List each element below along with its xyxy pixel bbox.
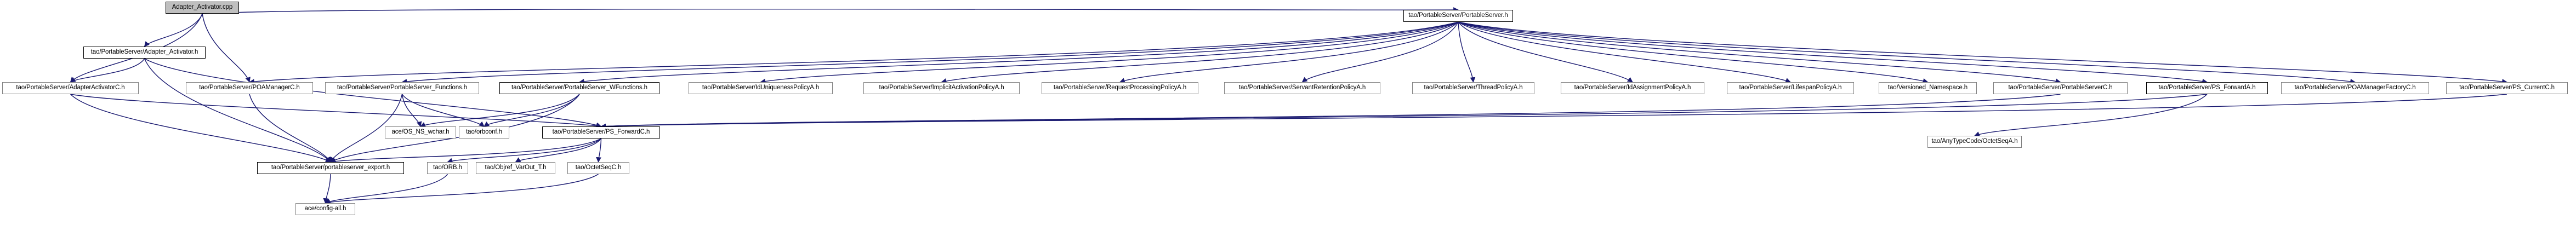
graph-edge [401, 94, 422, 127]
graph-node-n20[interactable]: ace/OS_NS_wchar.h [385, 126, 456, 139]
graph-edge [1458, 21, 2356, 84]
graph-edge [202, 7, 1459, 14]
graph-edge [600, 94, 2061, 129]
graph-edge [1458, 21, 1633, 83]
graph-edge [249, 94, 331, 163]
graph-edge [1974, 94, 2208, 137]
graph-edge [70, 94, 331, 163]
graph-node-n2[interactable]: tao/PortableServer/Adapter_Activator.h [83, 47, 206, 59]
graph-edge [401, 21, 1459, 84]
graph-edge [579, 21, 1459, 84]
graph-node-label: tao/PortableServer/POAManagerFactoryC.h [2294, 84, 2416, 91]
graph-node-n6[interactable]: tao/PortableServer/PortableServer_Functi… [325, 82, 479, 94]
graph-node-label: tao/PortableServer/LifespanPolicyA.h [1739, 84, 1842, 91]
graph-edge [325, 174, 448, 204]
graph-node-n14[interactable]: tao/PortableServer/LifespanPolicyA.h [1727, 82, 1854, 94]
graph-node-label: tao/PortableServer/ServantRetentionPolic… [1238, 84, 1366, 91]
graph-node-label: tao/PortableServer/IdAssignmentPolicyA.h [1574, 84, 1691, 91]
graph-node-label: tao/PortableServer/portableserver_export… [271, 164, 390, 171]
graph-node-label: Adapter_Activator.cpp [172, 4, 233, 11]
graph-node-label: tao/PortableServer/PS_ForwardC.h [552, 129, 650, 136]
graph-node-n4[interactable]: tao/PortableServer/AdapterActivatorC.h [2, 82, 139, 94]
graph-node-label: ace/config-all.h [304, 205, 346, 212]
graph-edge [70, 58, 145, 83]
graph-node-label: tao/AnyTypeCode/OctetSeqA.h [1931, 138, 2018, 145]
graph-node-n10[interactable]: tao/PortableServer/RequestProcessingPoli… [1042, 82, 1198, 94]
graph-edge [420, 94, 580, 128]
graph-node-n16[interactable]: tao/PortableServer/PortableServerC.h [1993, 82, 2128, 94]
graph-edge [1458, 21, 2208, 84]
graph-edge [600, 94, 2507, 129]
graph-edge [600, 94, 2208, 129]
graph-edge [249, 21, 1459, 84]
graph-node-n27[interactable]: ace/config-all.h [295, 203, 355, 215]
graph-edge [1119, 21, 1459, 83]
graph-edge [447, 138, 601, 163]
graph-node-label: tao/PortableServer/PortableServer_Functi… [337, 84, 468, 91]
graph-edge [1458, 21, 2507, 84]
graph-node-n9[interactable]: tao/PortableServer/ImplicitActivationPol… [863, 82, 1020, 94]
graph-node-n0[interactable]: Adapter_Activator.cpp [166, 2, 239, 14]
graph-node-label: ace/OS_NS_wchar.h [391, 129, 450, 136]
graph-node-n15[interactable]: tao/Versioned_Namespace.h [1879, 82, 1977, 94]
graph-node-label: tao/OctetSeqC.h [575, 164, 622, 171]
graph-edge [760, 21, 1459, 84]
graph-node-label: tao/PortableServer/PortableServer_WFunct… [511, 84, 647, 91]
graph-node-label: tao/PortableServer/RequestProcessingPoli… [1053, 84, 1187, 91]
graph-node-label: tao/PortableServer/PS_CurrentC.h [2459, 84, 2555, 91]
graph-edge [144, 13, 203, 47]
graph-edge [484, 94, 580, 127]
graph-node-n26[interactable]: tao/OctetSeqC.h [567, 162, 629, 174]
graph-edge [323, 174, 331, 204]
graph-node-label: tao/PortableServer/ImplicitActivationPol… [879, 84, 1004, 91]
graph-node-label: tao/PortableServer/PortableServerC.h [2008, 84, 2113, 91]
graph-edge [1458, 21, 2061, 84]
graph-node-n23[interactable]: tao/PortableServer/portableserver_export… [257, 162, 404, 174]
graph-node-n1[interactable]: tao/PortableServer/PortableServer.h [1403, 10, 1513, 22]
graph-node-n8[interactable]: tao/PortableServer/IdUniquenessPolicyA.h [689, 82, 833, 94]
graph-node-label: tao/Versioned_Namespace.h [1887, 84, 1968, 91]
graph-node-n12[interactable]: tao/PortableServer/ThreadPolicyA.h [1412, 82, 1534, 94]
graph-edge [1458, 21, 1929, 84]
graph-edge [941, 21, 1459, 84]
graph-node-n25[interactable]: tao/Objref_VarOut_T.h [476, 162, 555, 174]
graph-node-n3[interactable]: tao/AnyTypeCode/OctetSeqA.h [1927, 136, 2022, 148]
graph-node-n22[interactable]: tao/PortableServer/PS_ForwardC.h [542, 126, 660, 139]
graph-node-n13[interactable]: tao/PortableServer/IdAssignmentPolicyA.h [1561, 82, 1704, 94]
graph-node-label: tao/PortableServer/PS_ForwardA.h [2158, 84, 2256, 91]
graph-node-n17[interactable]: tao/PortableServer/PS_ForwardA.h [2146, 82, 2268, 94]
graph-node-label: tao/PortableServer/IdUniquenessPolicyA.h [702, 84, 820, 91]
graph-edge [596, 138, 602, 163]
graph-node-label: tao/Objref_VarOut_T.h [485, 164, 547, 171]
graph-edge [330, 138, 601, 164]
graph-node-label: tao/PortableServer/PortableServer.h [1408, 12, 1508, 19]
graph-edge [144, 58, 331, 163]
graph-node-n11[interactable]: tao/PortableServer/ServantRetentionPolic… [1224, 82, 1380, 94]
graph-edge [70, 94, 602, 129]
graph-edge [1458, 21, 1791, 83]
graph-node-n24[interactable]: tao/ORB.h [427, 162, 468, 174]
graph-edge [1458, 21, 1476, 83]
graph-edge [515, 138, 602, 163]
graph-node-n7[interactable]: tao/PortableServer/PortableServer_WFunct… [499, 82, 659, 94]
graph-node-label: tao/PortableServer/POAManagerC.h [199, 84, 300, 91]
graph-edge [401, 94, 485, 127]
graph-node-label: tao/PortableServer/AdapterActivatorC.h [16, 84, 125, 91]
graph-node-n5[interactable]: tao/PortableServer/POAManagerC.h [186, 82, 313, 94]
graph-node-label: tao/PortableServer/ThreadPolicyA.h [1424, 84, 1523, 91]
graph-node-label: tao/PortableServer/Adapter_Activator.h [90, 49, 198, 56]
graph-edge [1301, 21, 1459, 83]
graph-node-label: tao/orbconf.h [466, 129, 502, 136]
graph-node-n18[interactable]: tao/PortableServer/POAManagerFactoryC.h [2281, 82, 2429, 94]
graph-edge [202, 13, 251, 83]
graph-node-n19[interactable]: tao/PortableServer/PS_CurrentC.h [2446, 82, 2568, 94]
graph-node-n21[interactable]: tao/orbconf.h [459, 126, 509, 139]
graph-edge [325, 174, 599, 205]
graph-node-label: tao/ORB.h [433, 164, 462, 171]
